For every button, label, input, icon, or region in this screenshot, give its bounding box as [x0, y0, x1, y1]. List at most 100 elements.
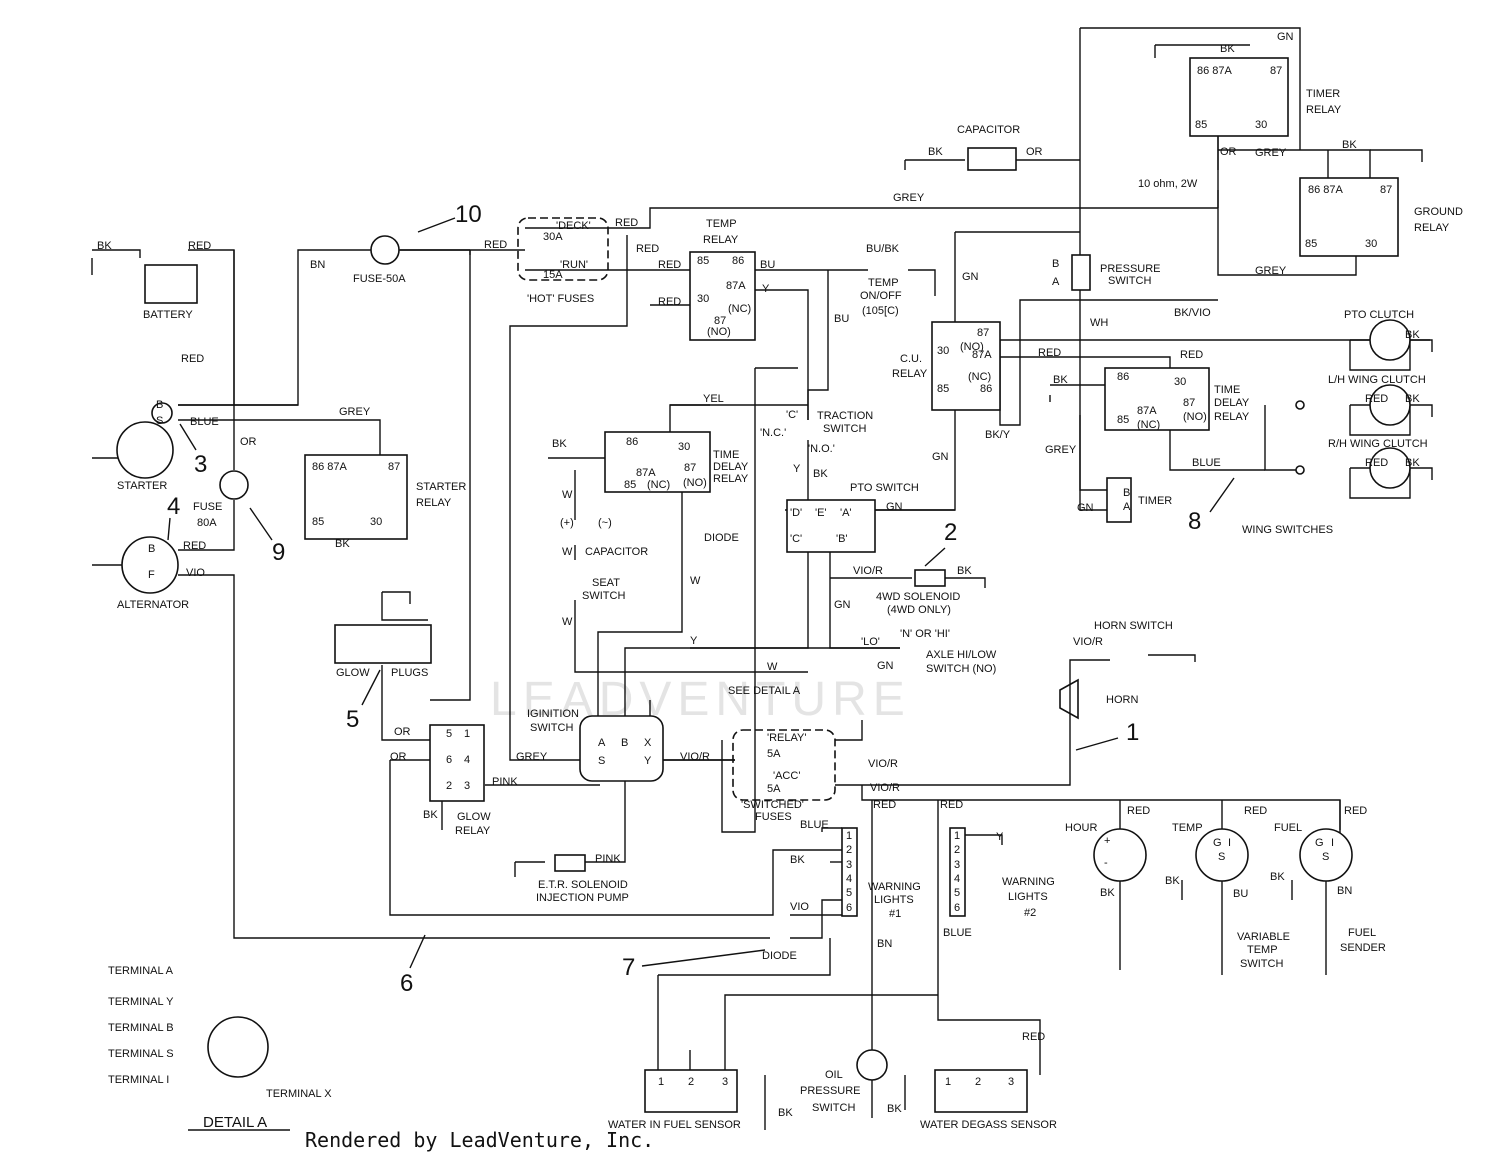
label: OR — [394, 726, 411, 738]
label: 86 87A — [1197, 65, 1233, 77]
cu-relay-box — [931, 321, 1001, 411]
label: BK — [423, 809, 438, 821]
label: 7 — [622, 954, 635, 981]
label: DIODE — [762, 950, 797, 962]
label: OR — [240, 436, 257, 448]
label: 'D' — [790, 507, 802, 519]
label: RED — [658, 296, 681, 308]
alternator-symbol — [121, 536, 179, 594]
warning-lights-1-block — [841, 827, 858, 917]
label: TIME — [713, 449, 739, 461]
label: TERMINAL A — [108, 965, 174, 977]
label: 5A — [767, 783, 781, 795]
label: SWITCH — [582, 590, 625, 602]
label: 3 — [464, 780, 470, 792]
label: SWITCH (NO) — [926, 663, 996, 675]
label: VIO/R — [680, 751, 710, 763]
label: 'A' — [840, 507, 852, 519]
label: 1 — [945, 1076, 951, 1088]
label: B — [156, 399, 163, 411]
label: VIO/R — [1073, 636, 1103, 648]
water-in-fuel-sensor-box — [644, 1069, 738, 1113]
label: 'N.C.' — [760, 427, 786, 439]
label: 87 — [977, 327, 989, 339]
label: 1 — [846, 830, 852, 842]
label: PRESSURE — [1100, 263, 1161, 275]
label: (+) — [560, 517, 574, 529]
label: 85 — [937, 383, 949, 395]
label: TEMP — [1247, 944, 1278, 956]
label: GN — [886, 501, 903, 513]
label: BK — [1342, 139, 1357, 151]
label: BN — [310, 259, 325, 271]
label: PTO SWITCH — [850, 482, 919, 494]
label: RED — [1344, 805, 1367, 817]
label: W — [562, 616, 573, 628]
label: 30 — [697, 293, 709, 305]
label: 15A — [543, 269, 563, 281]
label: BK — [928, 146, 943, 158]
label: 1 — [658, 1076, 664, 1088]
label: BK — [1270, 871, 1285, 883]
label: BN — [877, 938, 892, 950]
label: BU/BK — [866, 243, 900, 255]
label: S — [156, 415, 163, 427]
label: BK — [335, 538, 350, 550]
label: 80A — [197, 517, 217, 529]
label: BK — [887, 1103, 902, 1115]
label: BU — [760, 259, 775, 271]
label: 4 — [464, 754, 470, 766]
label: 10 — [455, 201, 482, 228]
label: SEE DETAIL A — [728, 685, 801, 697]
label: (NO) — [683, 477, 707, 489]
label: 2 — [944, 519, 957, 546]
label: BLUE — [943, 927, 972, 939]
label: (~) — [598, 517, 612, 529]
label: 86 — [626, 436, 638, 448]
label: S — [1218, 851, 1225, 863]
label: 87A — [726, 280, 746, 292]
pin-labels: 85 86 30 87A (NC) 87 (NO) 86 87A 87 85 3… — [148, 65, 1392, 1088]
label: VIO — [790, 901, 809, 913]
label: WATER DEGASS SENSOR — [920, 1119, 1057, 1131]
label: 87A — [1137, 405, 1157, 417]
label: LIGHTS — [1008, 891, 1048, 903]
label: WARNING — [868, 881, 921, 893]
components — [116, 57, 1411, 1131]
label: 87 — [1270, 65, 1282, 77]
label: VIO/R — [868, 758, 898, 770]
label: B — [1052, 258, 1059, 270]
label: FUEL — [1348, 927, 1376, 939]
label: BLUE — [800, 819, 829, 831]
temp-relay-box — [689, 251, 756, 341]
label: RELAY — [416, 497, 452, 509]
label: SWITCH — [530, 722, 573, 734]
label: VARIABLE — [1237, 931, 1290, 943]
label: BK — [813, 468, 828, 480]
label: 4 — [846, 873, 852, 885]
label: BLUE — [1192, 457, 1221, 469]
label: INJECTION PUMP — [536, 892, 629, 904]
label: BK — [1100, 887, 1115, 899]
label: 6 — [446, 754, 452, 766]
label: RED — [484, 239, 507, 251]
label: 8 — [1188, 508, 1201, 535]
label: GN — [962, 271, 979, 283]
label: PLUGS — [391, 667, 428, 679]
label: 30 — [370, 516, 382, 528]
label: CAPACITOR — [585, 546, 648, 558]
label: 'C' — [790, 533, 802, 545]
label: GN — [932, 451, 949, 463]
label: R/H WING CLUTCH — [1328, 438, 1428, 450]
label: (NO) — [1183, 411, 1207, 423]
label: 'HOT' FUSES — [527, 293, 594, 305]
label: DELAY — [713, 461, 749, 473]
label: 'LO' — [861, 636, 880, 648]
label: RELAY — [1414, 222, 1450, 234]
label: 86 — [980, 383, 992, 395]
label: RED — [1365, 393, 1388, 405]
label: LIGHTS — [874, 894, 914, 906]
warning-lights-2-block — [949, 827, 966, 917]
label: (NC) — [968, 371, 991, 383]
label: (NC) — [728, 303, 751, 315]
